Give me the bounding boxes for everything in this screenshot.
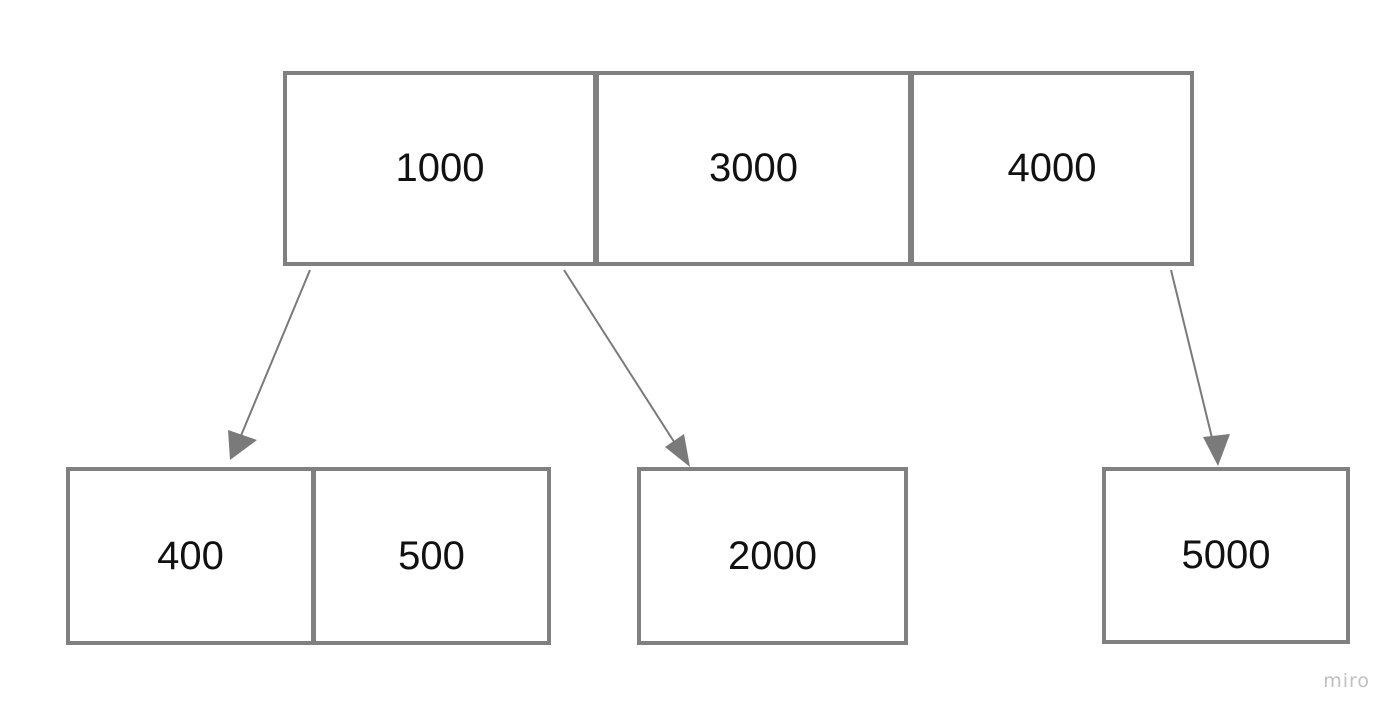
child-node-key-400[interactable]: 400: [66, 467, 315, 645]
child-node-key-5000[interactable]: 5000: [1102, 467, 1350, 644]
top-node-key-4000[interactable]: 4000: [910, 71, 1194, 266]
key-label: 4000: [1007, 146, 1097, 190]
arrowhead-icon: [665, 434, 690, 467]
key-label: 1000: [395, 146, 485, 190]
child-node-key-2000[interactable]: 2000: [637, 467, 908, 645]
arrowhead-icon: [228, 430, 257, 460]
key-label: 500: [398, 533, 465, 578]
key-label: 2000: [728, 533, 817, 578]
top-node-key-1000[interactable]: 1000: [283, 71, 597, 266]
edge-1000-to-400: [228, 269, 311, 460]
top-node-key-3000[interactable]: 3000: [595, 71, 912, 266]
key-label: 3000: [709, 146, 798, 190]
edge-4000-to-5000: [1170, 269, 1230, 466]
miro-watermark: miro: [1323, 670, 1370, 692]
child-node-key-500[interactable]: 500: [312, 467, 551, 645]
edge-1000-to-2000: [563, 269, 690, 467]
arrowhead-icon: [1203, 434, 1230, 466]
key-label: 5000: [1181, 533, 1271, 577]
key-label: 400: [157, 533, 224, 578]
